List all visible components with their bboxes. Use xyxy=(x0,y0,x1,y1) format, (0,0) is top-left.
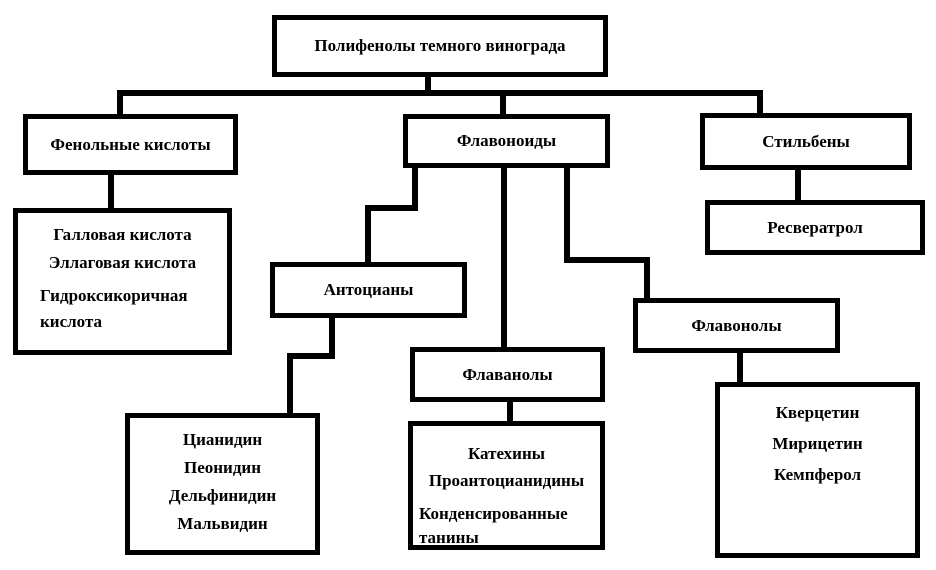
leaf-item-malvidin: Мальвидин xyxy=(177,514,268,533)
node-root-label: Полифенолы темного винограда xyxy=(314,36,566,56)
connector-flavonoids-flavonols-v2 xyxy=(644,257,650,298)
node-phenolic-acids-label: Фенольные кислоты xyxy=(50,134,211,154)
leaf-phenolic-acid-examples: Галловая кислота Эллаговая кислота Гидро… xyxy=(13,208,232,355)
node-stilbenes: Стильбены xyxy=(700,113,912,170)
leaf-flavanol-examples: Катехины Проантоцианидины Конденсированн… xyxy=(408,421,605,550)
leaf-item-resveratrol: Ресвератрол xyxy=(767,217,863,237)
node-flavanols: Флаванолы xyxy=(410,347,605,402)
leaf-item-gallic-acid: Галловая кислота xyxy=(53,225,192,244)
leaf-flavonol-examples: Кверцетин Мирицетин Кемпферол xyxy=(715,382,920,558)
connector-flavonoids-anthocyanins-v1 xyxy=(412,168,418,211)
connector-flavonoids-anthocyanins-v2 xyxy=(365,205,371,262)
leaf-item-quercetin: Кверцетин xyxy=(775,403,860,422)
node-root: Полифенолы темного винограда xyxy=(272,15,608,77)
leaf-item-hydroxycinnamic-acid: Гидроксикоричная кислота xyxy=(40,286,188,331)
node-flavanols-label: Флаванолы xyxy=(462,364,553,384)
leaf-item-myricetin: Мирицетин xyxy=(772,434,863,453)
connector-stilbenes-resveratrol xyxy=(795,170,801,200)
connector-anthocyanins-examples-h xyxy=(287,353,335,359)
node-anthocyanins-label: Антоцианы xyxy=(323,280,414,300)
connector-anthocyanins-examples-v2 xyxy=(287,353,293,413)
leaf-item-proanthocyanidins: Проантоцианидины xyxy=(428,471,585,490)
node-flavonoids: Флавоноиды xyxy=(403,114,610,168)
connector-to-flavonoids xyxy=(500,90,506,114)
leaf-resveratrol: Ресвератрол xyxy=(705,200,925,255)
connector-root-trunk xyxy=(425,77,431,93)
leaf-item-condensed-tannins: Конденсированные танины xyxy=(419,504,568,547)
connector-flavonoids-flavonols-v1 xyxy=(564,168,570,263)
leaf-anthocyanin-examples: Цианидин Пеонидин Дельфинидин Мальвидин xyxy=(125,413,320,555)
leaf-item-delphinidin: Дельфинидин xyxy=(168,486,277,505)
leaf-item-cyanidin: Цианидин xyxy=(182,430,263,449)
node-anthocyanins: Антоцианы xyxy=(270,262,467,318)
node-flavonols: Флавонолы xyxy=(633,298,840,353)
connector-level1-horizontal xyxy=(117,90,763,96)
leaf-item-peonidin: Пеонидин xyxy=(183,458,262,477)
connector-flavonoids-flavanols xyxy=(501,168,507,347)
node-flavonols-label: Флавонолы xyxy=(691,315,782,335)
connector-phenolic-acids-examples xyxy=(108,175,114,208)
connector-flavanols-examples xyxy=(507,402,513,421)
node-stilbenes-label: Стильбены xyxy=(762,131,850,151)
connector-flavonols-examples xyxy=(737,353,743,382)
connector-flavonoids-flavonols-h xyxy=(564,257,650,263)
connector-flavonoids-anthocyanins-h xyxy=(365,205,418,211)
node-flavonoids-label: Флавоноиды xyxy=(456,131,557,151)
connector-anthocyanins-examples-v1 xyxy=(329,318,335,359)
node-phenolic-acids: Фенольные кислоты xyxy=(23,114,238,175)
connector-to-stilbenes xyxy=(757,90,763,114)
leaf-item-catechins: Катехины xyxy=(467,444,546,463)
connector-to-phenolic-acids xyxy=(117,90,123,114)
leaf-item-kaempferol: Кемпферол xyxy=(773,465,862,484)
leaf-item-ellagic-acid: Эллаговая кислота xyxy=(48,253,197,272)
